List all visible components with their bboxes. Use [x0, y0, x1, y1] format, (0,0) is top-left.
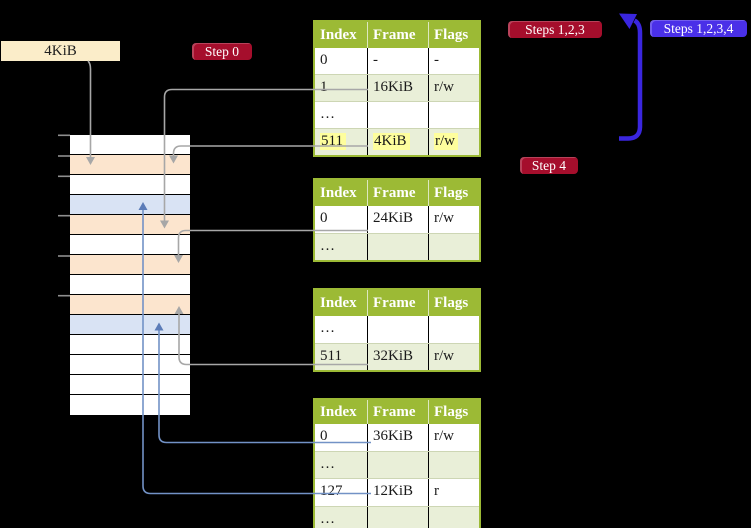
- cell-frame: -: [367, 48, 428, 74]
- badge-steps1234: Steps 1,2,3,4: [650, 20, 747, 37]
- cell-frame: 24KiB: [367, 206, 428, 233]
- badge-step0-text: Step 0: [204, 43, 240, 59]
- memory-frame-free: [70, 275, 190, 295]
- column-header-frame: Frame: [367, 180, 428, 206]
- cell-frame: 36KiB: [367, 424, 428, 451]
- table-row: 127 12KiB r: [315, 478, 479, 506]
- cell-index: …: [320, 510, 335, 527]
- table-row: …: [315, 101, 479, 128]
- cell-flags: [428, 233, 479, 260]
- column-header-flags: Flags: [428, 22, 479, 48]
- cell-frame: [367, 451, 428, 478]
- cell-index: …: [320, 455, 335, 472]
- cell-flags: r: [428, 479, 479, 506]
- column-header-frame: Frame: [367, 400, 428, 424]
- column-header-flags: Flags: [428, 290, 479, 316]
- cell-frame: [367, 233, 428, 260]
- table-row: 511 32KiB r/w: [315, 342, 479, 370]
- frame-size-label-text: 4KiB: [44, 42, 77, 59]
- cell-frame: [367, 506, 428, 528]
- badge-step4-text: Step 4: [531, 157, 567, 173]
- cell-index: 511: [315, 129, 367, 155]
- memory-frame-page-table: [70, 155, 190, 175]
- cell-index: …: [320, 320, 335, 336]
- highlighted-text: r/w: [434, 133, 458, 150]
- cell-flags: r/w: [428, 129, 479, 155]
- table-row: 0 36KiB r/w: [315, 424, 479, 451]
- physical-memory-column: [70, 135, 190, 415]
- memory-frame-free: [70, 335, 190, 355]
- cell-index: 0: [320, 428, 328, 444]
- cell-flags: [428, 102, 479, 128]
- cell-index: …: [320, 237, 335, 254]
- cell-index: …: [320, 106, 335, 122]
- page-table-level2: Index Frame Flags … 511 32KiB r/w: [313, 288, 481, 372]
- memory-boundary-ticks: [58, 134, 70, 297]
- column-header-frame: Frame: [367, 290, 428, 316]
- memory-frame-mapped-page: [70, 195, 190, 215]
- memory-frame-free: [70, 375, 190, 395]
- memory-frame-free: [70, 175, 190, 195]
- table-header-row: Index Frame Flags: [315, 22, 479, 48]
- cell-frame: 12KiB: [367, 479, 428, 506]
- column-header-index: Index: [320, 295, 357, 311]
- cell-frame: [367, 316, 428, 343]
- cell-index: 127: [320, 483, 343, 499]
- page-table-level3: Index Frame Flags 0 24KiB r/w …: [313, 178, 481, 262]
- cell-index: 511: [320, 347, 342, 364]
- memory-frame-free: [70, 235, 190, 255]
- memory-frame-free: [70, 135, 190, 155]
- badge-steps123-text: Steps 1,2,3: [525, 21, 585, 37]
- recursive-loop-arrow: [619, 13, 643, 141]
- memory-frame-page-table: [70, 255, 190, 275]
- column-header-index: Index: [320, 404, 357, 420]
- cell-frame: 4KiB: [367, 129, 428, 155]
- table-row: 1 16KiB r/w: [315, 74, 479, 101]
- cell-flags: [428, 506, 479, 528]
- column-header-flags: Flags: [428, 180, 479, 206]
- cell-frame: [367, 102, 428, 128]
- cell-frame: 32KiB: [367, 343, 428, 370]
- memory-frame-mapped-page: [70, 315, 190, 335]
- table-header-row: Index Frame Flags: [315, 290, 479, 316]
- cell-frame: 16KiB: [367, 75, 428, 101]
- table-row: …: [315, 232, 479, 260]
- badge-step4: Step 4: [520, 157, 578, 174]
- table-row: 0 - -: [315, 48, 479, 74]
- cell-flags: -: [428, 48, 479, 74]
- memory-frame-page-table: [70, 295, 190, 315]
- cell-flags: r/w: [428, 343, 479, 370]
- column-header-index: Index: [320, 27, 357, 43]
- column-header-frame: Frame: [367, 22, 428, 48]
- page-table-level1: Index Frame Flags 0 36KiB r/w … 127 12Ki…: [313, 398, 481, 528]
- highlighted-text: 511: [320, 133, 346, 150]
- table-row: 0 24KiB r/w: [315, 206, 479, 233]
- cell-index: 1: [320, 79, 328, 95]
- column-header-flags: Flags: [428, 400, 479, 424]
- cell-index: 0: [320, 210, 328, 226]
- cell-index: 0: [320, 52, 328, 68]
- table-row-recursive-entry: 511 4KiB r/w: [315, 128, 479, 155]
- badge-steps123: Steps 1,2,3: [508, 21, 602, 38]
- column-header-index: Index: [320, 185, 357, 201]
- cell-flags: r/w: [428, 206, 479, 233]
- memory-frame-free: [70, 355, 190, 375]
- table-row: …: [315, 505, 479, 528]
- cell-flags: [428, 316, 479, 343]
- table-row: …: [315, 450, 479, 478]
- frame-size-label: 4KiB: [1, 41, 120, 61]
- table-header-row: Index Frame Flags: [315, 180, 479, 206]
- badge-steps1234-text: Steps 1,2,3,4: [663, 20, 734, 36]
- page-table-level4: Index Frame Flags 0 - - 1 16KiB r/w … 51…: [313, 20, 481, 157]
- memory-frame-free: [70, 395, 190, 415]
- badge-step0: Step 0: [192, 43, 252, 60]
- table-row: …: [315, 316, 479, 343]
- highlighted-text: 4KiB: [373, 133, 410, 150]
- cell-flags: r/w: [428, 424, 479, 451]
- cell-flags: [428, 451, 479, 478]
- cell-flags: r/w: [428, 75, 479, 101]
- table-header-row: Index Frame Flags: [315, 400, 479, 424]
- memory-frame-page-table: [70, 215, 190, 235]
